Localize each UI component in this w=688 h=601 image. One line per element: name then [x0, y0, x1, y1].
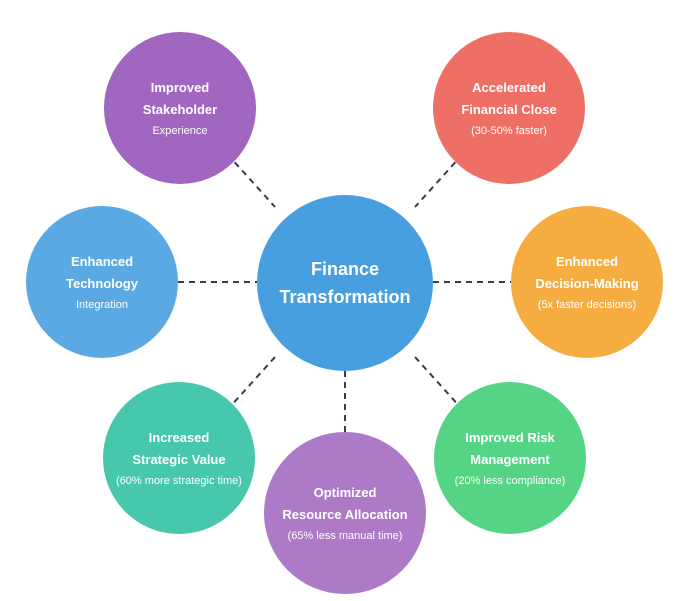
node-accelerated-financial-close: Accelerated Financial Close (30-50% fast… — [433, 32, 585, 184]
node-title-line1: Optimized — [313, 484, 377, 500]
node-title-line1: Accelerated — [472, 79, 546, 95]
node-title-line1: Enhanced — [70, 253, 134, 269]
node-subtitle: (5x faster decisions) — [537, 298, 637, 311]
node-title-line1: Enhanced — [555, 253, 619, 269]
node-title-line2: Stakeholder — [142, 101, 218, 117]
node-subtitle: (20% less compliance) — [454, 474, 566, 487]
node-optimized-resource-allocation: Optimized Resource Allocation (65% less … — [264, 432, 426, 594]
node-title-line1: Improved Risk — [465, 429, 555, 445]
node-enhanced-decision-making: Enhanced Decision-Making (5x faster deci… — [511, 206, 663, 358]
node-subtitle: (65% less manual time) — [287, 529, 403, 542]
node-subtitle: (60% more strategic time) — [116, 474, 242, 487]
node-title-line2: Decision-Making — [535, 275, 639, 291]
node-title-line2: Technology — [66, 275, 138, 291]
node-title-line2: Resource Allocation — [282, 506, 408, 522]
center-title-line1: Finance — [310, 259, 380, 279]
node-improved-stakeholder-experience: Improved Stakeholder Experience — [104, 32, 256, 184]
node-title-line2: Strategic Value — [132, 451, 226, 467]
node-title-line1: Increased — [148, 429, 210, 445]
node-title-line2: Management — [470, 451, 550, 467]
node-enhanced-technology-integration: Enhanced Technology Integration — [26, 206, 178, 358]
node-subtitle: (30-50% faster) — [471, 124, 547, 137]
node-title-line1: Improved — [150, 79, 210, 95]
node-subtitle: Integration — [76, 298, 128, 311]
node-title-line2: Financial Close — [461, 101, 557, 117]
node-finance-transformation: Finance Transformation — [257, 195, 433, 371]
center-title-line2: Transformation — [279, 287, 411, 307]
node-improved-risk-management: Improved Risk Management (20% less compl… — [434, 382, 586, 534]
node-increased-strategic-value: Increased Strategic Value (60% more stra… — [103, 382, 255, 534]
node-subtitle: Experience — [152, 124, 208, 137]
